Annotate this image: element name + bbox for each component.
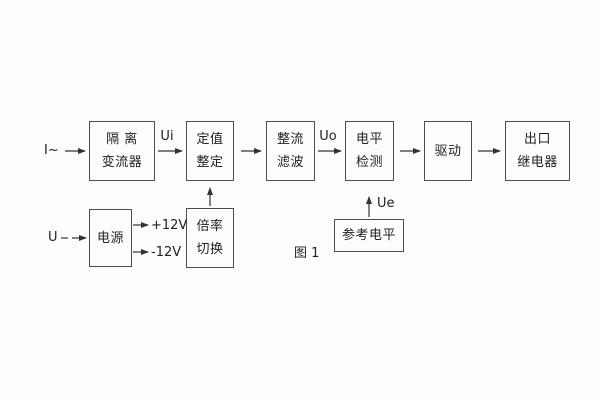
block-drive: 驱动 <box>424 121 472 181</box>
block-label-line: 切换 <box>196 242 224 258</box>
signal-label-input-voltage: U <box>48 230 58 245</box>
signal-label-minus-12v: -12V <box>151 245 182 260</box>
signal-label-plus-12v: +12V <box>151 218 188 233</box>
block-label-line: 整定 <box>196 155 224 171</box>
block-label-line: 滤波 <box>276 155 304 171</box>
block-level-detection: 电平 检测 <box>345 121 394 181</box>
block-rectify-filter: 整流 滤波 <box>266 121 315 181</box>
block-label-line: 检测 <box>355 155 383 171</box>
block-label-line: 电平 <box>355 131 383 147</box>
block-isolation-transformer: 隔 离 变流器 <box>89 121 155 181</box>
block-power-supply: 电源 <box>89 209 132 267</box>
signal-label-ue: Ue <box>377 196 395 211</box>
signal-label-uo: Uo <box>319 129 337 144</box>
block-label-line: 倍率 <box>196 218 224 234</box>
block-reference-level: 参考电平 <box>334 219 404 252</box>
block-label-line: 参考电平 <box>341 228 396 243</box>
block-label-line: 变流器 <box>101 155 143 171</box>
block-label-line: 电源 <box>96 230 124 246</box>
block-label-line: 整流 <box>276 131 304 147</box>
block-output-relay: 出口 继电器 <box>505 121 570 181</box>
block-label-line: 隔 离 <box>106 131 138 147</box>
signal-label-input-current: I~ <box>44 143 59 158</box>
block-label-line: 继电器 <box>517 155 558 171</box>
block-label-line: 出口 <box>523 131 551 147</box>
block-label-line: 定值 <box>196 131 224 147</box>
block-ratio-switch: 倍率 切换 <box>186 208 234 268</box>
figure-caption: 图 1 <box>294 246 320 261</box>
block-label-line: 驱动 <box>434 143 462 159</box>
signal-label-ui: Ui <box>160 129 174 144</box>
block-setting-adjustment: 定值 整定 <box>186 121 234 181</box>
